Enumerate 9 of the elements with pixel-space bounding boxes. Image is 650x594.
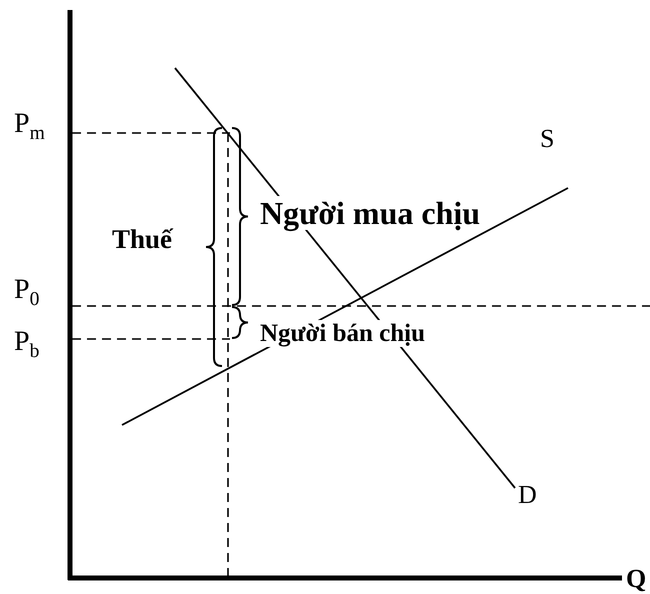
quantity-label: Q: [626, 566, 646, 592]
buyer-share-label: Người mua chịu: [258, 196, 482, 230]
price-label: P$_{m}$: [14, 110, 45, 144]
price-label: P$_{b}$: [14, 328, 40, 362]
demand-label: D: [518, 482, 537, 508]
price-label: P$_{0}$: [14, 276, 40, 310]
tax-label: Thuế: [112, 226, 172, 253]
seller-share-label: Người bán chịu: [258, 320, 428, 347]
supply-label: S: [540, 126, 554, 152]
